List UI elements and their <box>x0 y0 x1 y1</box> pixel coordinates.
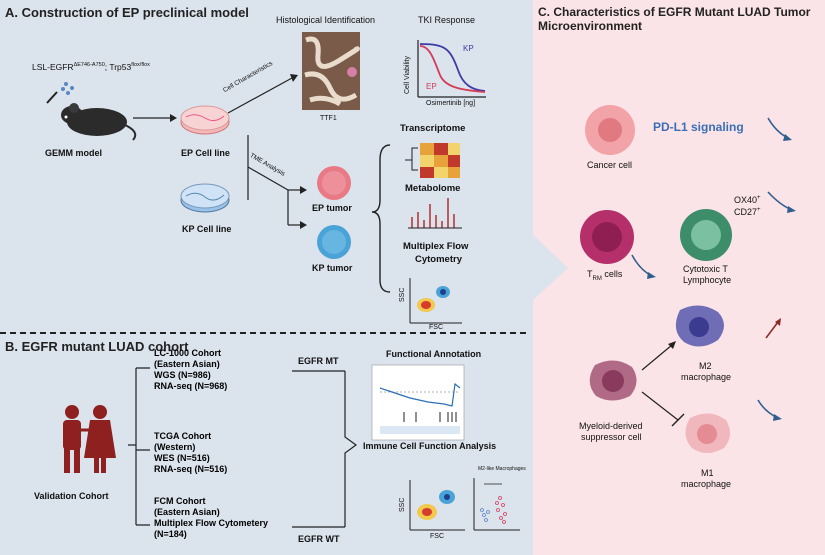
kp-cell-line-label: KP Cell line <box>182 224 232 234</box>
pdl1-label: PD-L1 signaling <box>653 120 744 134</box>
kp-dish-icon <box>180 183 230 213</box>
ox40-label: OX40+ <box>734 195 761 205</box>
immune-function-title: Immune Cell Function Analysis <box>363 441 497 451</box>
panel-pointer <box>533 235 568 300</box>
tcga-cohort-block: TCGA Cohort(Western)WES (N=516)RNA-seq (… <box>154 431 228 474</box>
flow-cytometry-plot-a <box>409 278 462 324</box>
fcm-cohort-block: FCM Cohort(Eastern Asian)Multiplex Flow … <box>154 496 269 539</box>
viability-axis-label: Cell Viability <box>404 56 411 94</box>
brace-b <box>344 371 358 527</box>
ssc-axis-a: SSC <box>399 287 406 302</box>
histological-title: Histological Identification <box>276 15 376 25</box>
metabolome-label: Metabolome <box>405 183 461 194</box>
section-b-title: B. EGFR mutant LUAD cohort <box>5 339 189 354</box>
cytotoxic-label-1: Cytotoxic T <box>683 264 728 274</box>
m2-label-1: M2 <box>699 361 712 371</box>
tki-title: TKI Response <box>418 15 476 25</box>
syringe-icon <box>46 82 74 104</box>
gsea-plot <box>371 364 465 441</box>
mouse-icon <box>61 103 137 141</box>
kp-tumor-label: KP tumor <box>312 263 353 273</box>
m2-label-2: macrophage <box>681 372 732 382</box>
m1-macrophage-icon <box>685 413 731 453</box>
ssc-axis-b: SSC <box>399 497 406 512</box>
brace-a <box>371 144 391 293</box>
m2-like-scatter <box>473 478 520 531</box>
m2-like-label: M2-like Macrophages <box>478 466 526 472</box>
ep-cell-line-label: EP Cell line <box>181 148 230 158</box>
multiplex-label-1: Multiplex Flow <box>403 241 469 252</box>
multiplex-label-2: Cytometry <box>415 254 462 265</box>
mdsc-label-2: suppressor cell <box>581 432 642 442</box>
validation-cohort-label: Validation Cohort <box>34 491 109 501</box>
cytotoxic-t-cell-icon <box>680 209 732 261</box>
cancer-cell-icon <box>585 105 635 155</box>
ep-tumor-icon <box>317 166 351 200</box>
metabolome-icon <box>408 198 462 229</box>
transcriptome-label: Transcriptome <box>400 123 466 134</box>
ep-curve-label: EP <box>426 82 437 91</box>
ep-dish-icon <box>180 105 230 135</box>
mdsc-label-1: Myeloid-derived <box>579 421 643 431</box>
kp-curve-label: KP <box>463 44 474 53</box>
trm-cells-label: TRM cells <box>587 269 623 282</box>
m2-macrophage-icon <box>675 305 724 347</box>
mdsc-cell-icon <box>589 360 637 401</box>
egfr-wt-label: EGFR WT <box>298 534 340 544</box>
heatmap-icon <box>405 143 460 178</box>
m1-label-1: M1 <box>701 468 714 478</box>
functional-annotation-title: Functional Annotation <box>386 349 482 359</box>
right-panel <box>533 0 825 555</box>
flow-cytometry-plot-b <box>409 480 465 531</box>
osimertinib-axis-label: Osimertinib [ng] <box>426 100 476 107</box>
histology-image <box>302 32 360 110</box>
trm-cell-icon <box>580 210 634 264</box>
section-c-title-line1: C. Characteristics of EGFR Mutant LUAD T… <box>538 5 811 19</box>
fsc-axis-b: FSC <box>430 533 444 540</box>
gemm-label: GEMM model <box>45 148 103 158</box>
cd27-label: CD27+ <box>734 207 761 217</box>
ep-tumor-label: EP tumor <box>312 203 352 213</box>
cancer-cell-label: Cancer cell <box>587 160 633 170</box>
section-c-title-line2: Microenvironment <box>538 19 643 33</box>
m1-label-2: macrophage <box>681 479 732 489</box>
cytotoxic-label-2: Lymphocyte <box>683 275 732 285</box>
genotype-label: LSL-EGFRΔE746-A750; Trp53flox/flox <box>32 62 150 72</box>
ttf1-label: TTF1 <box>320 115 337 122</box>
tki-response-plot <box>417 40 486 98</box>
validation-people-icon <box>63 405 116 473</box>
kp-tumor-icon <box>317 225 351 259</box>
fsc-axis-a: FSC <box>429 324 443 331</box>
lc1000-cohort-block: LC-1000 Cohort(Eastern Asian)WGS (N=986)… <box>154 348 228 391</box>
section-a-title: A. Construction of EP preclinical model <box>5 5 249 20</box>
egfr-mt-label: EGFR MT <box>298 356 339 366</box>
